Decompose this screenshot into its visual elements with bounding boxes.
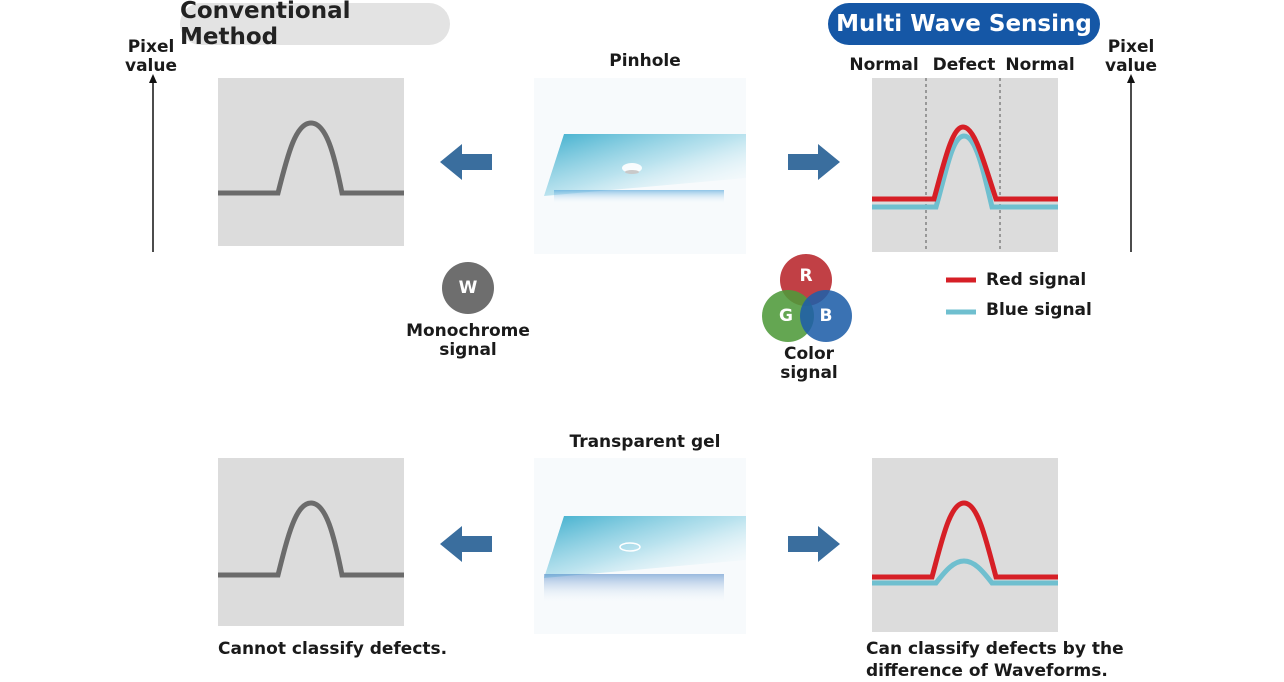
left-arrow-bottom <box>440 526 492 562</box>
pinhole-image <box>534 78 746 254</box>
mono-caption: Monochrome signal <box>406 321 530 360</box>
left-arrow-top <box>440 144 492 180</box>
mono-waveform-gel <box>218 500 404 578</box>
mono-waveform-pinhole <box>218 120 404 196</box>
mono-graph-gel <box>218 458 404 626</box>
left-axis-label: Pixel value <box>124 37 177 76</box>
legend-red-signal: Red signal <box>986 270 1087 290</box>
cannot-classify-note: Cannot classify defects. <box>218 639 448 659</box>
color-caption: Color signal <box>780 344 838 383</box>
right-y-axis <box>1127 74 1135 252</box>
multi-wave-sensing-title: Multi Wave Sensing <box>828 3 1100 45</box>
color-graph-pinhole <box>872 78 1058 252</box>
mono-graph-pinhole <box>218 78 404 246</box>
blue-signal-line <box>872 558 1058 586</box>
color-graph-gel <box>872 458 1058 632</box>
region-defect: Defect <box>932 55 996 75</box>
transparent-gel-label: Transparent gel <box>569 432 721 452</box>
gel-image <box>534 458 746 634</box>
legend-blue-signal: Blue signal <box>986 300 1092 320</box>
mono-w-icon: W <box>442 262 494 314</box>
can-classify-note: Can classify defects by the difference o… <box>866 639 1124 681</box>
region-normal-right: Normal <box>1005 55 1075 75</box>
rgb-r-letter: R <box>799 266 813 286</box>
color-waveforms-pinhole <box>872 78 1058 252</box>
color-waveforms-gel <box>872 500 1058 586</box>
pinhole-label: Pinhole <box>609 51 681 71</box>
rgb-g-letter: G <box>779 306 793 326</box>
red-signal-swatch <box>946 277 976 283</box>
red-signal-line <box>872 124 1058 202</box>
right-arrow-bottom <box>788 526 840 562</box>
right-arrow-top <box>788 144 840 180</box>
rgb-b-letter: B <box>819 306 833 326</box>
blue-signal-line <box>872 133 1058 210</box>
right-axis-label: Pixel value <box>1104 37 1157 76</box>
conventional-method-title: Conventional Method <box>180 0 450 50</box>
rgb-venn-icon <box>762 254 852 342</box>
region-normal-left: Normal <box>849 55 919 75</box>
blue-signal-swatch <box>946 309 976 315</box>
left-y-axis <box>149 74 157 252</box>
red-signal-line <box>872 500 1058 580</box>
